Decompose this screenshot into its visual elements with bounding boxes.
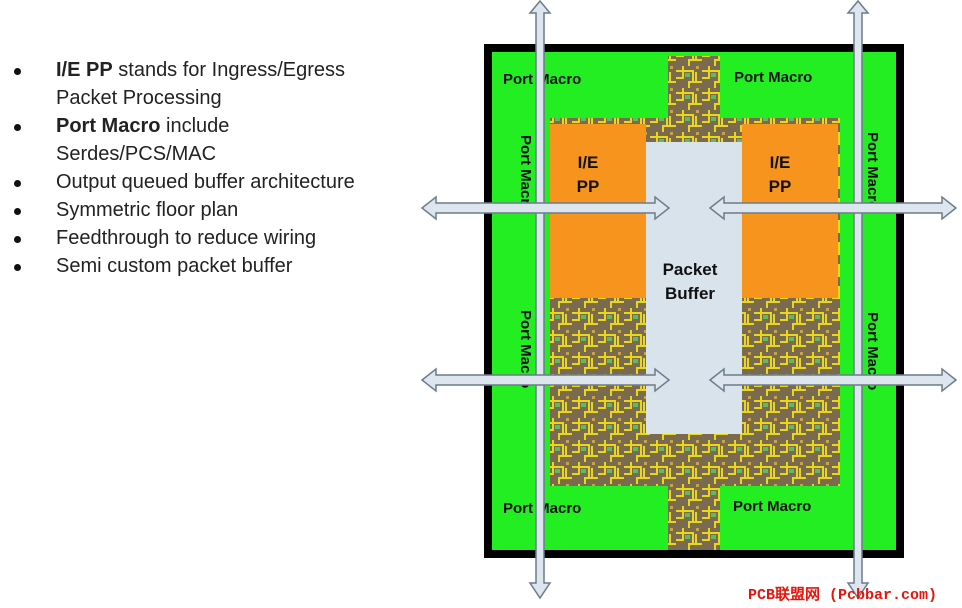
- bullet-dot: [14, 180, 21, 187]
- bullet-item: Port Macro include Serdes/PCS/MAC: [14, 112, 434, 168]
- bullet-item: Semi custom packet buffer: [14, 252, 434, 280]
- bullet-text: include: [160, 115, 230, 137]
- bullet-continuation: Packet Processing: [56, 87, 222, 109]
- port-macro-label-right-upper: Port Macro: [864, 132, 881, 210]
- iepp-left-label-line2: PP: [577, 177, 600, 196]
- bullet-text: Output queued buffer architecture: [56, 171, 355, 193]
- packet-buffer-label-line1: Packet: [663, 260, 718, 279]
- bullet-dot: [14, 236, 21, 243]
- bullet-item: Symmetric floor plan: [14, 196, 434, 224]
- bullet-dot: [14, 124, 21, 131]
- iepp-right-label-line2: PP: [769, 177, 792, 196]
- port-macro-label-bottom-right: Port Macro: [733, 498, 811, 515]
- vertical-arrow-left: [528, 0, 552, 600]
- bullet-item: Feedthrough to reduce wiring: [14, 224, 434, 252]
- bullet-dot: [14, 68, 21, 75]
- bullet-dot: [14, 264, 21, 271]
- bullet-dot: [14, 208, 21, 215]
- bullet-bold-term: Port Macro: [56, 115, 161, 137]
- vertical-arrow-right: [846, 0, 870, 600]
- bullet-item: Output queued buffer architecture: [14, 168, 434, 196]
- iepp-right-label-line1: I/E: [770, 153, 791, 172]
- horizontal-arrow-upper-right: [708, 195, 958, 221]
- bullet-text: Semi custom packet buffer: [56, 255, 293, 277]
- feedthrough-top: [668, 56, 720, 126]
- horizontal-arrow-lower-left: [420, 367, 671, 393]
- iepp-left-label-line1: I/E: [578, 153, 599, 172]
- bullet-text: Feedthrough to reduce wiring: [56, 227, 317, 249]
- port-macro-label-left-lower: Port Macro: [517, 310, 534, 388]
- port-macro-label-left-upper: Port Macro: [517, 135, 534, 213]
- port-macro-label-right-lower: Port Macro: [864, 312, 881, 390]
- bullet-item: I/E PP stands for Ingress/Egress Packet …: [14, 56, 434, 112]
- bullet-continuation: Serdes/PCS/MAC: [56, 143, 217, 165]
- horizontal-arrow-lower-right: [708, 367, 958, 393]
- horizontal-arrow-upper-left: [420, 195, 671, 221]
- feature-bullet-list: I/E PP stands for Ingress/Egress Packet …: [14, 56, 434, 280]
- packet-buffer-label-line2: Buffer: [665, 284, 715, 303]
- bullet-bold-term: I/E PP: [56, 59, 113, 81]
- bullet-text: stands for Ingress/Egress: [112, 59, 346, 81]
- feedthrough-bottom: [668, 474, 720, 550]
- bullet-text: Symmetric floor plan: [56, 199, 239, 221]
- port-macro-label-top-right: Port Macro: [734, 69, 812, 86]
- watermark-text: PCB联盟网 (Pcbbar.com): [748, 587, 938, 604]
